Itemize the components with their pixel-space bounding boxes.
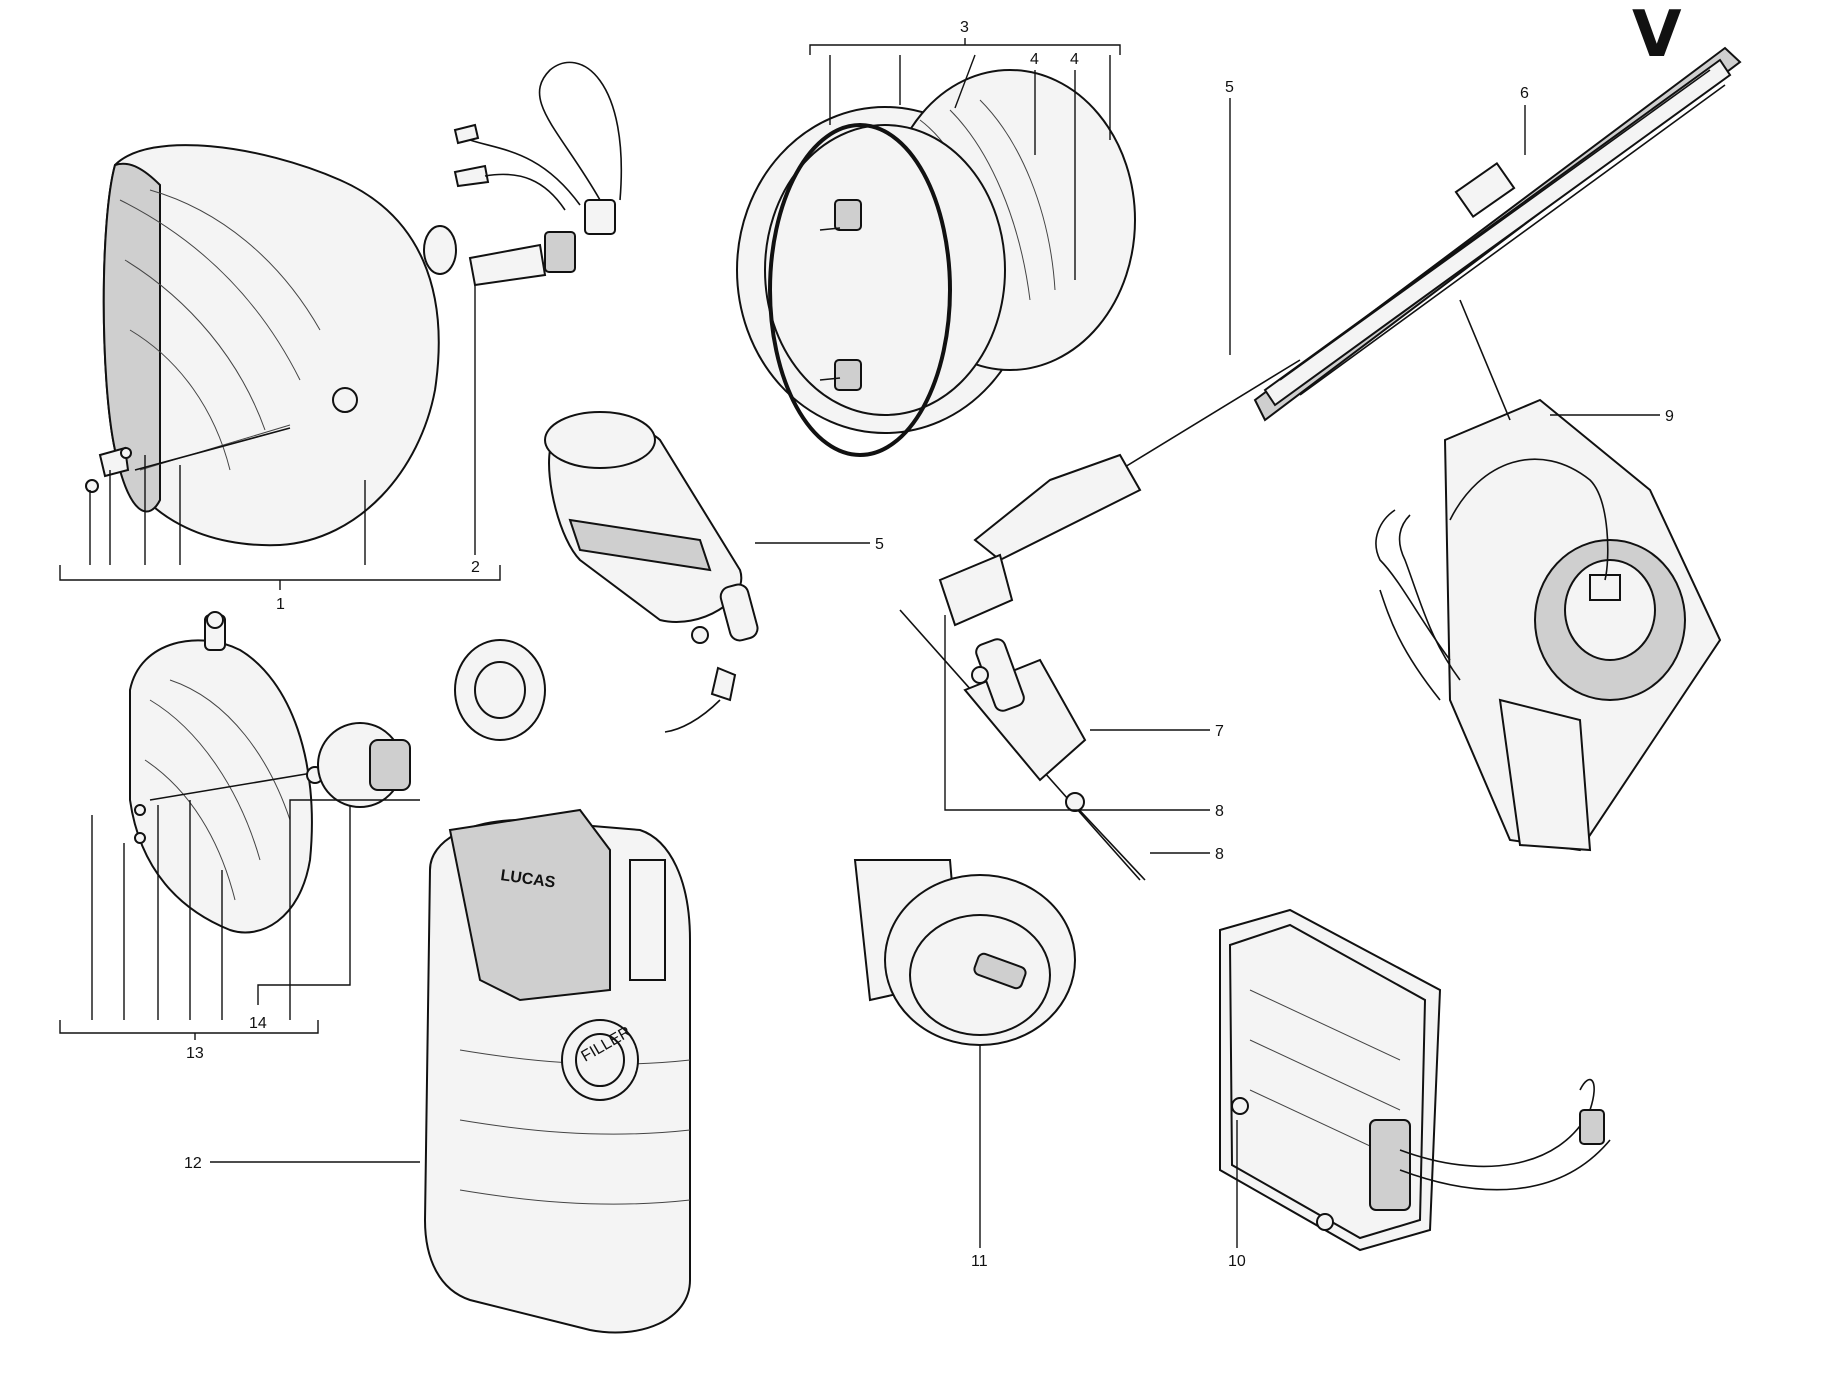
motor-icon: [1375, 299, 1722, 852]
callout-8a: 8: [1215, 803, 1224, 820]
horn-icon: [853, 859, 1076, 1046]
callout-2: 2: [471, 559, 480, 576]
callout-4b: 4: [1070, 51, 1079, 68]
lamp-icon: [129, 611, 546, 934]
headlamp-fixings-icon: [85, 427, 291, 493]
callout-6: 6: [1520, 85, 1529, 102]
callout-11: 11: [971, 1253, 988, 1270]
headlamp-icon: [102, 144, 457, 547]
callout-labels: 1 2 3 4 4 5 5 6 7 8 8 9 10 11 12 13 14: [184, 19, 1674, 1270]
callout-10: 10: [1228, 1253, 1246, 1270]
coil-icon: [544, 411, 759, 733]
section-letter: V: [1632, 0, 1682, 72]
callout-1: 1: [276, 596, 285, 613]
callout-7: 7: [1215, 723, 1224, 740]
gauge-icon: [736, 69, 1136, 457]
leader-lines: [59, 38, 1660, 1248]
callout-8b: 8: [1215, 846, 1224, 863]
callout-14: 14: [249, 1015, 267, 1032]
control-box-icon: [1219, 908, 1611, 1252]
callout-12: 12: [184, 1155, 202, 1172]
reservoir-icon: LUCAS FILLER: [423, 808, 691, 1334]
callout-4a: 4: [1030, 51, 1039, 68]
callout-3: 3: [960, 19, 969, 36]
wiper-icon: [938, 46, 1742, 627]
spindle-icon: [899, 609, 1146, 881]
callout-5-wiper: 5: [1225, 79, 1234, 96]
bulb-harness-icon: [453, 61, 623, 287]
callout-5-coil: 5: [875, 536, 884, 553]
callout-13: 13: [186, 1045, 204, 1062]
callout-9: 9: [1665, 408, 1674, 425]
